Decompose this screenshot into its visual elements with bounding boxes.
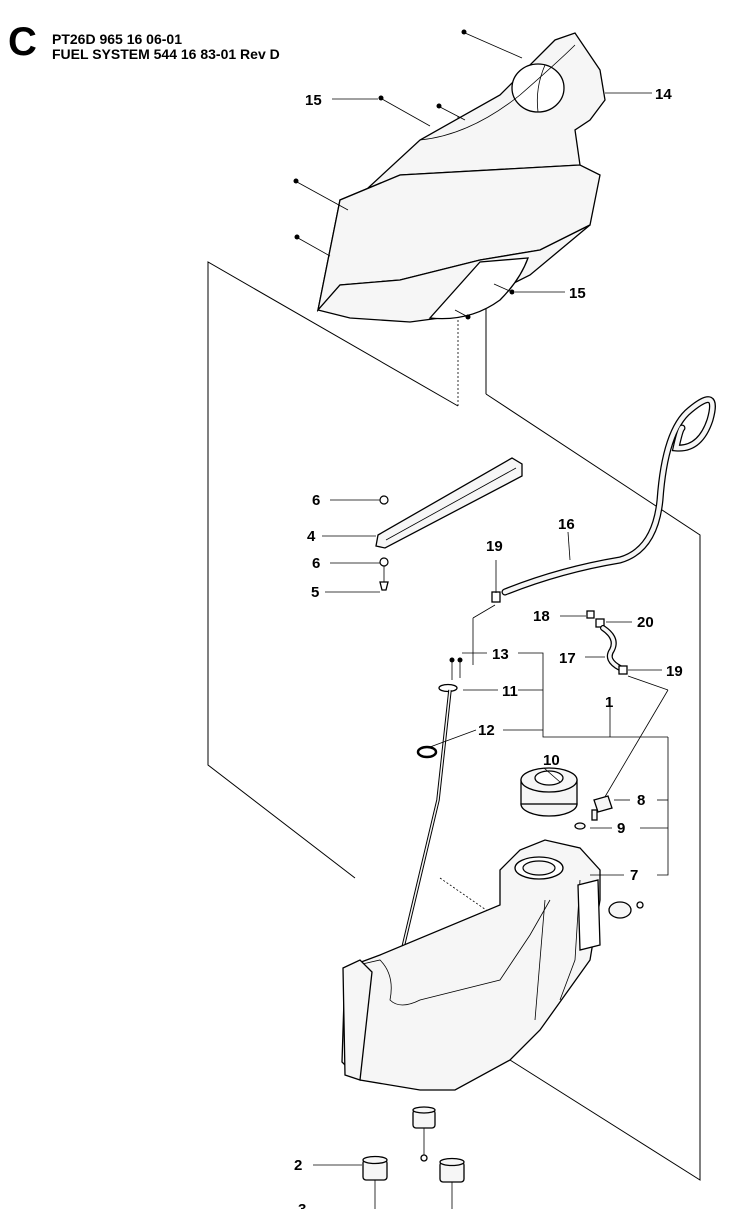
section-letter: C (8, 20, 37, 64)
diagram-title: FUEL SYSTEM 544 16 83-01 Rev D (52, 46, 280, 62)
side-plug-part (608, 901, 644, 919)
tank-feet-parts (362, 1106, 465, 1209)
callout-11: 11 (502, 683, 518, 700)
callout-2: 2 (294, 1157, 302, 1174)
fuel-hose-part (501, 396, 716, 596)
callout-3: 3 (298, 1201, 306, 1209)
callout-9: 9 (617, 820, 625, 837)
callout-7: 7 (630, 867, 638, 884)
callout-16: 16 (558, 516, 575, 533)
tank-cover-part (316, 32, 606, 323)
callout-15-top: 15 (305, 92, 322, 109)
callout-8: 8 (637, 792, 645, 809)
callout-6-bottom: 6 (312, 555, 320, 572)
callout-1: 1 (605, 694, 613, 711)
pickup-tube-part (398, 604, 496, 961)
callout-18: 18 (533, 608, 550, 625)
callout-6-top: 6 (312, 492, 320, 509)
model-number: PT26D 965 16 06-01 (52, 31, 182, 47)
fuel-tank-part (341, 839, 601, 1091)
rail-part (375, 457, 523, 591)
callout-19-left: 19 (486, 538, 503, 555)
fuel-cap-part (520, 767, 578, 817)
vent-valve-part (574, 795, 613, 830)
callout-labels: 14 15 15 6 4 6 5 16 19 18 20 17 19 13 11… (294, 86, 683, 1209)
callout-17: 17 (559, 650, 576, 667)
screw-15-group (293, 29, 523, 320)
callout-14: 14 (655, 86, 672, 103)
callout-10: 10 (543, 752, 560, 769)
callout-15-bottom: 15 (569, 285, 586, 302)
leader-lines (313, 92, 669, 1166)
callout-19-right: 19 (666, 663, 683, 680)
callout-5: 5 (311, 584, 319, 601)
callout-12: 12 (478, 722, 495, 739)
callout-4: 4 (307, 528, 316, 545)
callout-13: 13 (492, 646, 509, 663)
small-fittings (491, 591, 669, 813)
callout-20: 20 (637, 614, 654, 631)
